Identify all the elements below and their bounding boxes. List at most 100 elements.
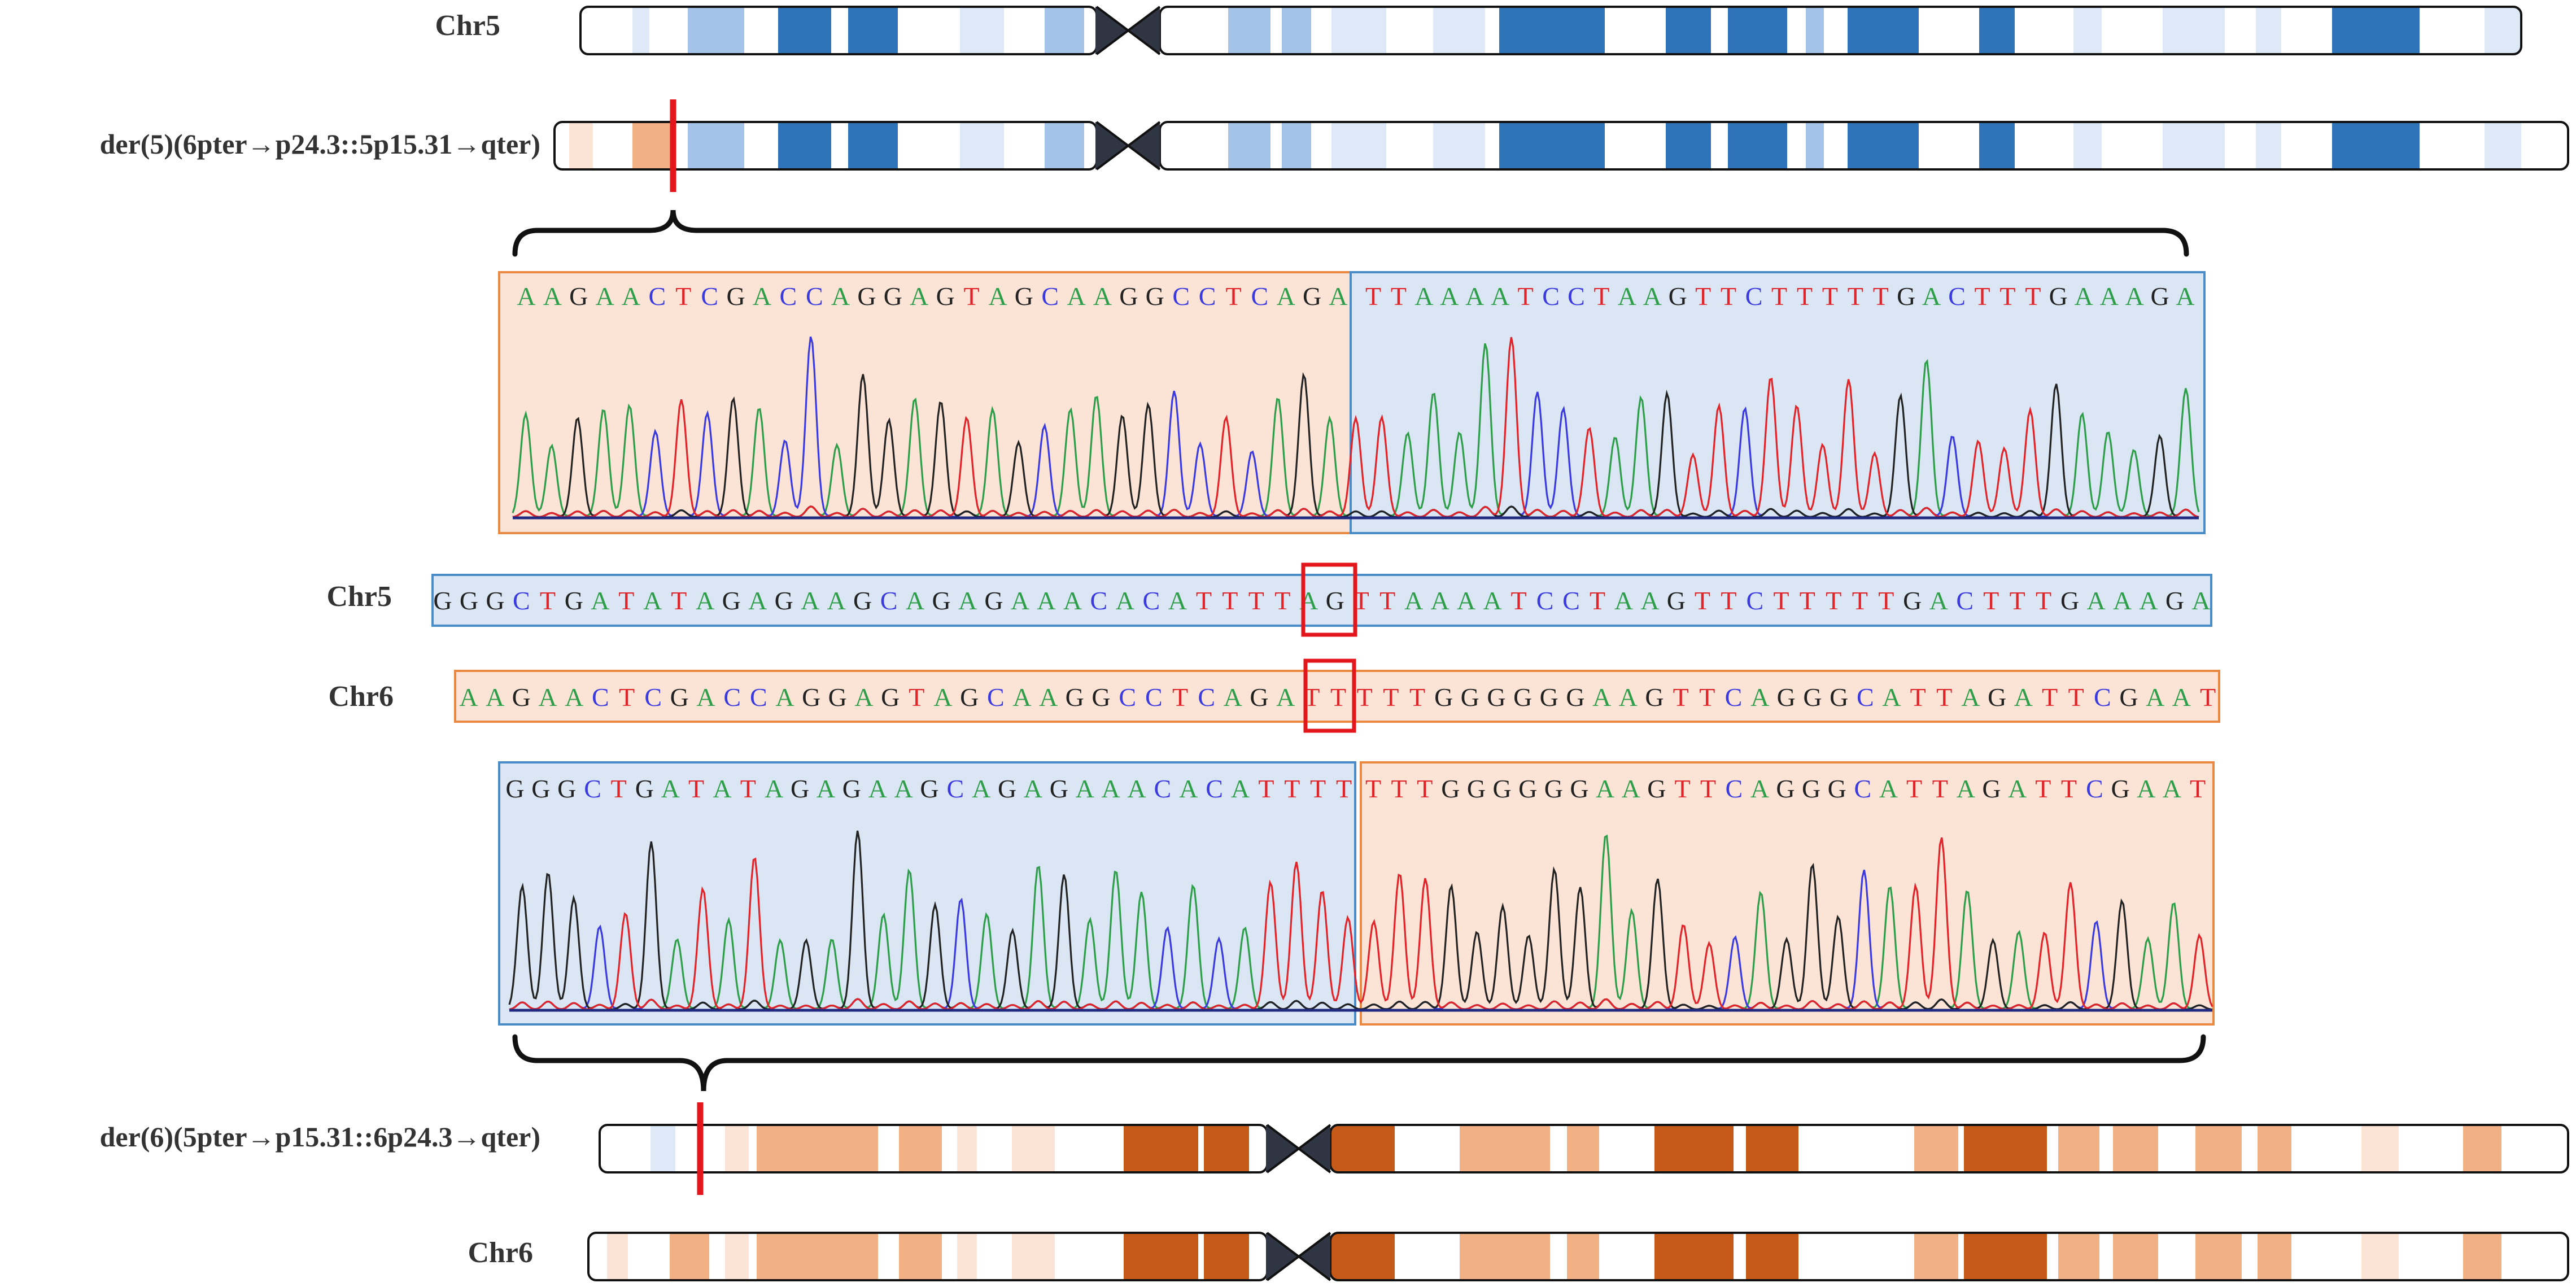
base-G: G [1667,586,1686,615]
base-A: A [1491,282,1509,311]
base-G: G [1326,586,1344,615]
chromosome-band [1499,7,1605,54]
centromere-right [1128,7,1160,54]
der5-chr5-segment-box [1350,271,2206,534]
base-G: G [1566,683,1584,712]
chromosome-band [1979,7,2015,54]
base-A: A [1596,774,1614,803]
base-G: G [1903,586,1922,615]
base-T: T [1274,586,1290,615]
centromere-left [1095,122,1128,169]
base-G: G [920,774,938,803]
base-T: T [1873,282,1889,311]
base-T: T [1357,683,1373,712]
base-G: G [1647,774,1666,803]
base-G: G [670,683,689,712]
chromosome-band [2113,1125,2158,1172]
chromosome-band [1746,1125,1798,1172]
base-A: A [1076,774,1094,803]
chromosome-band [1324,1233,1395,1280]
base-G: G [2111,774,2129,803]
base-C: C [1143,586,1160,615]
base-G: G [1518,774,1537,803]
base-A: A [1592,683,1611,712]
chromosome-band [2195,1125,2242,1172]
base-T: T [1590,586,1605,615]
chromosome-band [1045,122,1084,169]
base-G: G [557,774,576,803]
base-A: A [713,774,731,803]
chromosome-band [1728,122,1787,169]
chromosome-band [1499,122,1605,169]
base-G: G [853,586,872,615]
base-A: A [2086,586,2105,615]
base-G: G [1802,774,1820,803]
base-A: A [1622,774,1640,803]
base-A: A [1922,282,1941,311]
base-A: A [1440,282,1459,311]
base-T: T [1172,683,1188,712]
chromosome-band [1012,1233,1055,1280]
base-A: A [1643,282,1662,311]
base-G: G [791,774,809,803]
base-A: A [2137,774,2155,803]
chromosome-band [2256,7,2281,54]
chromosome-band [1331,122,1386,169]
base-T: T [1417,774,1433,803]
chr6-reference-box [454,670,2220,723]
base-T: T [1330,683,1346,712]
base-T: T [1932,774,1948,803]
base-T: T [1797,282,1813,311]
base-G: G [881,683,900,712]
base-A: A [988,282,1007,311]
base-C: C [1747,586,1764,615]
base-G: G [1066,683,1084,712]
base-T: T [1826,586,1841,615]
base-T: T [1391,282,1407,311]
base-T: T [1852,586,1868,615]
base-C: C [1145,683,1163,712]
base-A: A [906,586,924,615]
base-G: G [1803,683,1822,712]
base-G: G [1776,774,1795,803]
chromosome-band [670,1233,709,1280]
base-A: A [1404,586,1423,615]
der5-ideogram [553,99,2569,192]
chr5-reference-label: Chr5 [326,581,392,613]
base-G: G [635,774,654,803]
chromosome-band [960,7,1004,54]
base-A: A [1101,774,1120,803]
chromosome-band [569,122,593,169]
chromosome-band [1228,7,1270,54]
base-G: G [1513,683,1532,712]
base-A: A [1093,282,1112,311]
base-G: G [960,683,979,712]
base-A: A [1619,683,1638,712]
base-T: T [1409,683,1425,712]
base-G: G [802,683,820,712]
base-T: T [688,774,704,803]
centromere-right [1299,1125,1330,1172]
base-A: A [1127,774,1146,803]
base-A: A [1116,586,1134,615]
base-G: G [1146,282,1164,311]
base-C: C [806,282,823,311]
base-T: T [1721,586,1736,615]
base-A: A [1224,683,1242,712]
base-A: A [972,774,990,803]
chr5-label: Chr5 [435,10,500,42]
base-A: A [827,586,846,615]
base-C: C [701,282,718,311]
base-T: T [1906,774,1922,803]
chromosome-band [1204,1125,1249,1172]
chromosome-band [1848,122,1919,169]
base-T: T [1800,586,1815,615]
base-A: A [753,282,771,311]
chr5-ideogram [579,6,2522,55]
chromosome-band [2258,1125,2291,1172]
base-G: G [1015,282,1033,311]
base-T: T [1773,586,1789,615]
base-A: A [1457,586,1475,615]
base-T: T [1999,282,2015,311]
base-G: G [1119,282,1138,311]
